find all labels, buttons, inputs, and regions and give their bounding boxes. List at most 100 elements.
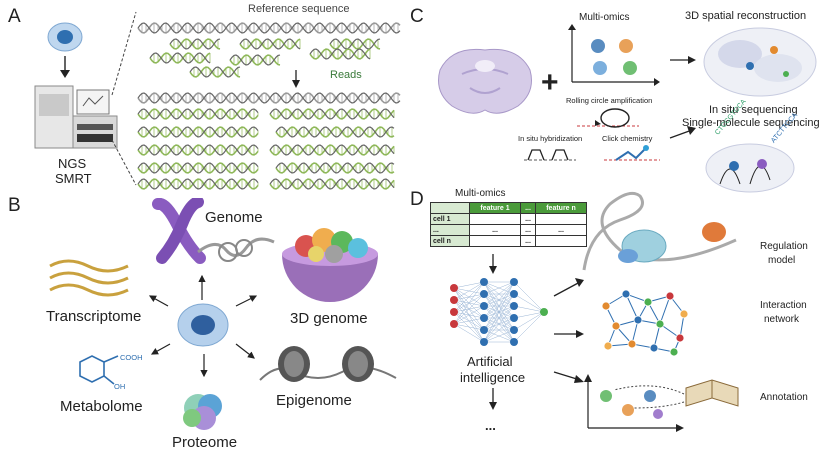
insitu-sequencing-label: In situ sequencing xyxy=(709,104,798,116)
network-node xyxy=(633,315,643,325)
rca-icon xyxy=(577,108,639,128)
nn-edge xyxy=(513,305,545,313)
assembled-read-helix xyxy=(137,144,259,156)
table-cell: ... xyxy=(520,224,536,236)
sequencer-icon xyxy=(34,85,118,149)
ai-output-arrows xyxy=(553,278,584,383)
nn-node xyxy=(450,296,458,304)
assembled-read-helix xyxy=(275,126,395,138)
nn-node xyxy=(480,326,488,334)
ish-label: In situ hybridization xyxy=(518,134,583,143)
table-cell xyxy=(469,235,521,247)
nn-edge xyxy=(453,293,485,325)
arrows-to-output xyxy=(669,56,696,139)
ellipsis-label: ... xyxy=(485,418,496,433)
nn-node xyxy=(510,314,518,322)
nn-edge xyxy=(483,281,515,295)
network-node xyxy=(655,319,665,329)
nn-edge xyxy=(453,323,485,331)
ai-label-line2: intelligence xyxy=(460,370,526,385)
nn-edge xyxy=(483,317,515,343)
nn-edge xyxy=(513,293,545,313)
panel-b-letter: B xyxy=(8,195,21,216)
network-node xyxy=(679,309,689,319)
network-edge xyxy=(625,293,639,321)
network-node xyxy=(665,291,675,301)
epigenome-label: Epigenome xyxy=(276,392,352,409)
network-node xyxy=(649,343,659,353)
read-helix xyxy=(189,66,241,78)
multiomics-label-d: Multi-omics xyxy=(455,188,506,199)
nn-edge xyxy=(513,311,545,343)
nn-edge xyxy=(483,281,515,331)
table-cell: ... xyxy=(520,213,536,225)
nn-edge xyxy=(483,281,515,319)
reference-sequence-label: Reference sequence xyxy=(248,3,350,15)
network-node xyxy=(675,333,685,343)
nn-edge xyxy=(513,281,545,313)
panel-a-letter: A xyxy=(8,6,21,27)
network-node xyxy=(603,341,613,351)
zoom-lines xyxy=(111,11,137,186)
nn-node xyxy=(480,290,488,298)
nn-edge xyxy=(513,311,545,331)
cooh-label: COOH xyxy=(120,353,143,362)
network-node xyxy=(669,347,679,357)
feature-matrix-table: feature 1 ... feature n cell 1 ... ... .… xyxy=(430,202,587,247)
central-cell-icon xyxy=(177,303,229,347)
assembled-read-helix xyxy=(137,162,259,174)
platform-label-smrt: SMRT xyxy=(55,171,92,186)
nn-node xyxy=(480,302,488,310)
nn-node xyxy=(480,278,488,286)
table-cell xyxy=(469,213,521,225)
table-cell xyxy=(535,213,587,225)
nn-edge xyxy=(483,329,515,343)
nn-node xyxy=(450,320,458,328)
cell-icon xyxy=(47,22,83,52)
table-header-cell: ... xyxy=(520,202,536,214)
dna-reads-illustration xyxy=(137,22,401,190)
nn-node xyxy=(480,338,488,346)
nn-node xyxy=(510,302,518,310)
nn-edge xyxy=(483,305,515,343)
network-node xyxy=(627,339,637,349)
read-helix xyxy=(169,38,221,50)
nn-edge xyxy=(483,281,515,307)
interaction-label-line2: network xyxy=(764,314,800,325)
table-header-cell: feature n xyxy=(535,202,587,214)
read-helix xyxy=(239,38,301,50)
nn-edge xyxy=(453,317,485,325)
sequencing-cells-icon xyxy=(705,143,795,193)
table-cell: ... xyxy=(520,235,536,247)
nn-edge xyxy=(453,281,485,313)
omics-arrows xyxy=(148,274,258,378)
nn-edge xyxy=(513,311,545,319)
transcriptome-label: Transcriptome xyxy=(46,308,142,325)
click-chemistry-label: Click chemistry xyxy=(602,134,653,143)
nn-edge xyxy=(453,281,485,301)
read-helix xyxy=(309,48,371,60)
click-chemistry-icon xyxy=(604,145,660,161)
arrow-head xyxy=(292,80,300,88)
panel-c-letter: C xyxy=(410,6,424,27)
genome-label: Genome xyxy=(205,209,263,226)
nn-node xyxy=(510,338,518,346)
annotation-label: Annotation xyxy=(760,392,808,403)
reference-helix xyxy=(137,92,401,104)
chromosome-icon xyxy=(152,198,206,264)
annotation-icon xyxy=(584,374,739,432)
proteome-label: Proteome xyxy=(172,434,238,451)
3d-genome-icon xyxy=(282,228,378,302)
nn-edge xyxy=(453,323,485,343)
neural-network-icon xyxy=(450,278,548,346)
table-header-cell xyxy=(430,202,470,214)
nn-node xyxy=(450,284,458,292)
assembled-read-helix xyxy=(269,178,395,190)
reference-helix xyxy=(137,22,401,34)
network-edge xyxy=(659,295,671,325)
read-helix xyxy=(149,52,211,64)
table-cell: ... xyxy=(535,224,587,236)
multiomics-scatter-icon xyxy=(568,24,660,86)
arrow-down-icon xyxy=(489,388,497,410)
assembled-read-helix xyxy=(137,178,259,190)
